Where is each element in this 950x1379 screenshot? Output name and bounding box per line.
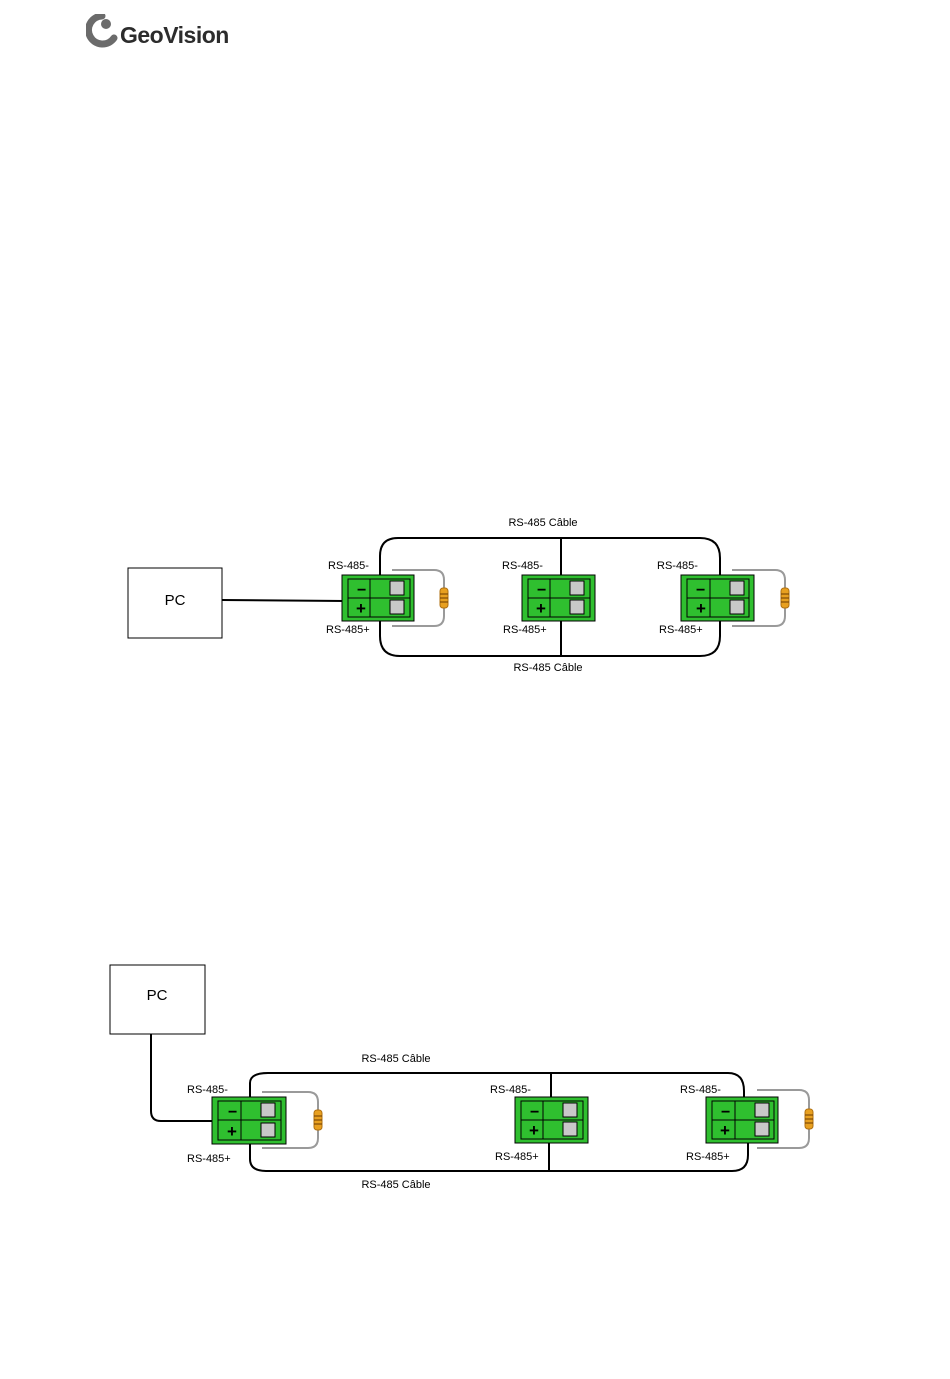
terminal-connector-1: − + <box>342 575 414 621</box>
cable-top-label: RS-485 Câble <box>508 517 577 529</box>
pc-cable <box>151 1034 212 1121</box>
svg-text:+: + <box>720 1121 730 1140</box>
cable-bottom <box>380 636 720 656</box>
terminal-connector-3: − + <box>706 1097 778 1143</box>
cable-top-label: RS-485 Câble <box>361 1053 430 1065</box>
svg-text:+: + <box>227 1122 237 1141</box>
device-1-minus-label: RS-485- <box>187 1084 228 1096</box>
device-1-plus-label: RS-485+ <box>326 624 370 636</box>
pc-cable <box>222 600 345 601</box>
device-3-minus-label: RS-485- <box>657 560 698 572</box>
terminal-connector-1: − + <box>212 1097 286 1144</box>
device-3-minus-label: RS-485- <box>680 1084 721 1096</box>
pc-label: PC <box>165 592 186 609</box>
svg-text:+: + <box>536 599 546 618</box>
device-2-minus-label: RS-485- <box>502 560 543 572</box>
svg-text:−: − <box>721 1104 730 1121</box>
device-2-plus-label: RS-485+ <box>503 624 547 636</box>
geovision-logo: GeoVision <box>84 12 244 56</box>
cable-bottom-label: RS-485 Câble <box>361 1179 430 1191</box>
device-2-minus-label: RS-485- <box>490 1084 531 1096</box>
svg-text:+: + <box>529 1121 539 1140</box>
pc-label: PC <box>147 987 168 1004</box>
svg-text:−: − <box>357 582 366 599</box>
terminal-connector-2: − + <box>515 1097 588 1143</box>
cable-top <box>380 538 720 558</box>
svg-text:−: − <box>537 582 546 599</box>
logo-text: GeoVision <box>120 22 229 49</box>
device-1-minus-label: RS-485- <box>328 560 369 572</box>
svg-text:−: − <box>530 1104 539 1121</box>
rs485-wiring-diagram-bottom: PC RS-485 Câble RS-485 Câble − + RS-485-… <box>0 955 950 1200</box>
svg-text:+: + <box>356 599 366 618</box>
geovision-logo-mark-icon <box>86 14 118 48</box>
terminal-connector-3: − + <box>681 575 754 621</box>
cable-bottom-label: RS-485 Câble <box>513 662 582 674</box>
device-3-plus-label: RS-485+ <box>659 624 703 636</box>
rs485-wiring-diagram-top: PC RS-485 Câble RS-485 Câble − + RS-485-… <box>0 500 950 690</box>
device-2-plus-label: RS-485+ <box>495 1151 539 1163</box>
svg-text:+: + <box>696 599 706 618</box>
device-3-plus-label: RS-485+ <box>686 1151 730 1163</box>
svg-text:−: − <box>696 582 705 599</box>
svg-text:−: − <box>228 1104 237 1121</box>
device-1-plus-label: RS-485+ <box>187 1153 231 1165</box>
terminal-connector-2: − + <box>522 575 595 621</box>
